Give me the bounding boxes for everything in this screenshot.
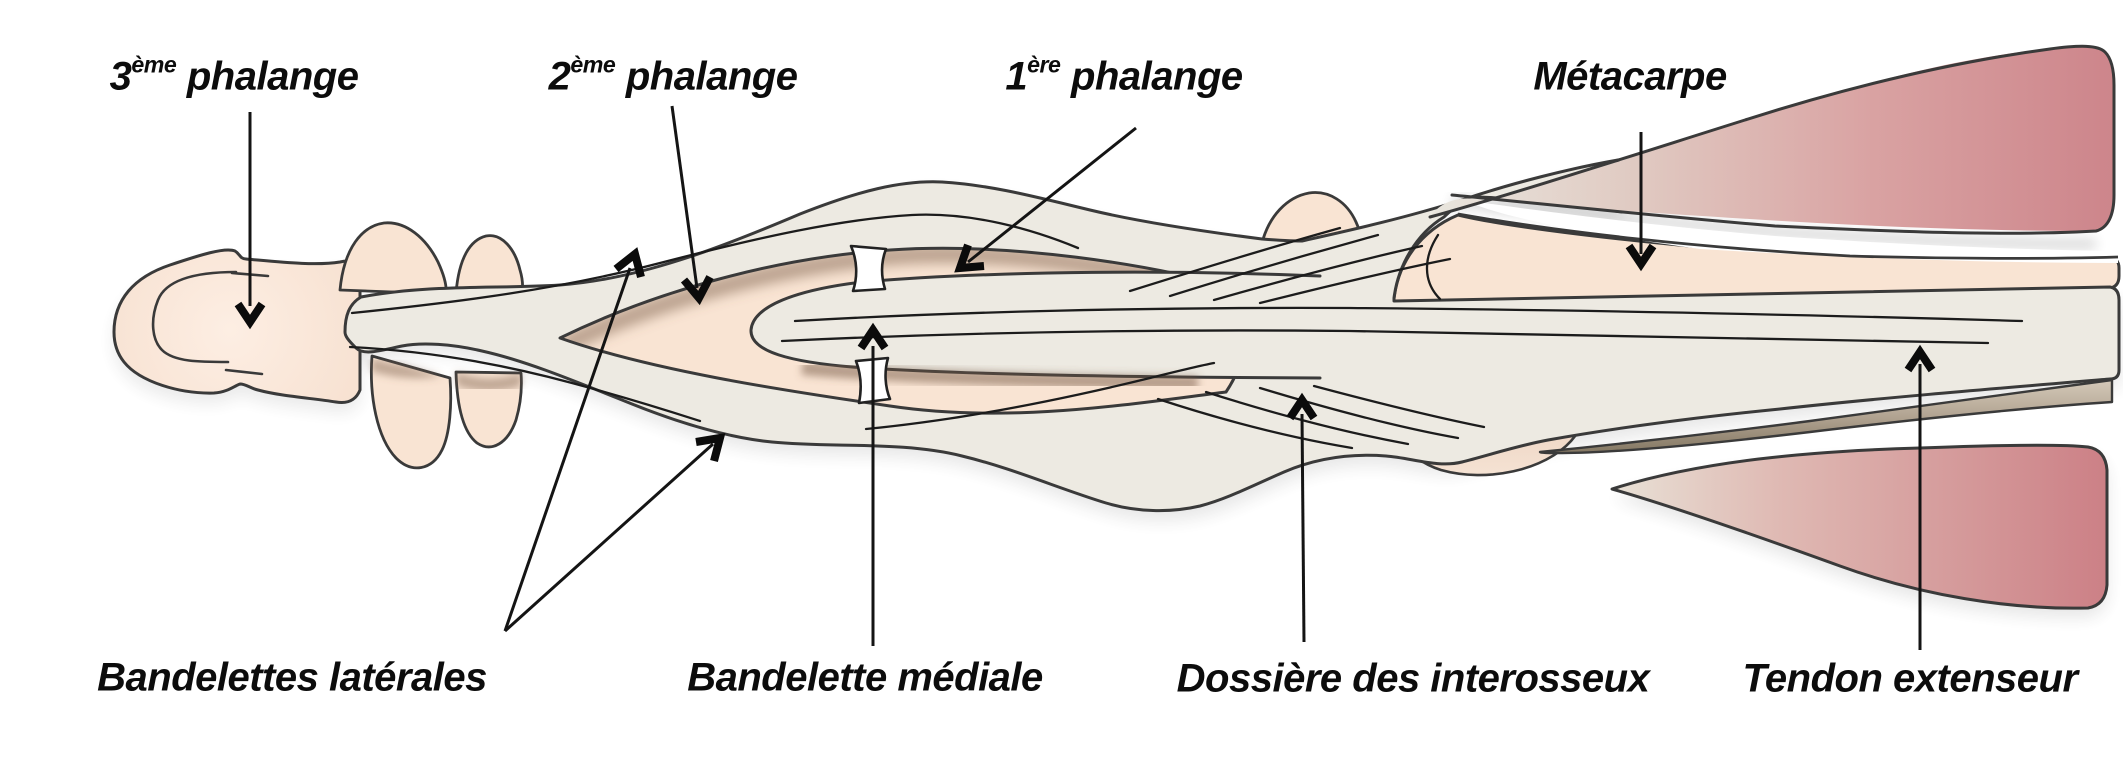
- lateral-band-fiber-line-3: [864, 361, 1216, 431]
- label-text: Tendon extenseur: [1742, 656, 2078, 701]
- label-superscript: ème: [131, 50, 177, 77]
- median-band-fiber-line-1: [793, 306, 2024, 323]
- hood-fiber-line-top-2: [1168, 233, 1380, 298]
- metacarpal-shaft-rod: [1538, 378, 2114, 455]
- arrow-head-icon: [954, 243, 985, 273]
- arrow-line: [1300, 413, 1306, 643]
- arrow-head-icon: [1625, 243, 1657, 272]
- label-superscript: ère: [1027, 50, 1061, 77]
- label-superscript: ème: [570, 50, 616, 77]
- arrow-tendon-extenseur: [1904, 344, 1936, 650]
- condyle-shading: [456, 372, 522, 392]
- label-text: 2: [548, 54, 571, 99]
- interosseous-muscle-bottom: [1610, 443, 2109, 610]
- hood-fiber-line-bottom-3: [1258, 386, 1460, 440]
- muscles-layer: [1428, 44, 2116, 610]
- hood-fiber-line-top-3: [1212, 244, 1424, 302]
- arrow-phalange-3: [234, 112, 266, 330]
- arrow-dossiere: [1286, 392, 1318, 643]
- condyle-shading: [371, 357, 451, 379]
- white-gap-wedge: [1464, 200, 2118, 263]
- label-text: 3: [109, 54, 132, 99]
- arrow-line: [503, 267, 632, 632]
- arrow-head-icon: [857, 322, 889, 351]
- phalanx-condyle-top-1: [338, 221, 448, 296]
- label-text: Dossière des interosseux: [1176, 656, 1650, 701]
- arrow-head-icon: [1904, 344, 1936, 373]
- label-text: phalange: [1060, 54, 1243, 99]
- distal-phalanx-notch-line: [224, 368, 264, 376]
- label-tendon-extenseur: Tendon extenseur: [1742, 656, 2078, 702]
- arrow-line: [967, 126, 1137, 264]
- tendon-fiber-lines: [348, 213, 2024, 450]
- label-text: 1: [1005, 54, 1028, 99]
- distal-phalanx-nail-crescent-line: [151, 270, 238, 364]
- arrow-line: [503, 442, 715, 633]
- annotation-arrows: [234, 105, 1936, 650]
- phalanx-condyle-bottom-1: [370, 354, 453, 470]
- label-metacarpe: Métacarpe: [1533, 54, 1727, 99]
- phalanx-condyle-bottom-2: [454, 370, 523, 449]
- label-bandelette-mediale: Bandelette médiale: [687, 656, 1043, 701]
- muscle-underside-shadow: [1451, 196, 2097, 249]
- median-band-fiber-line-2: [780, 329, 1990, 345]
- label-phalange-1: 1ère phalange: [1005, 50, 1243, 99]
- label-dossiere-des-interosseux: Dossière des interosseux: [1177, 657, 1650, 702]
- label-phalange-3: 3ème phalange: [109, 50, 359, 99]
- distal-phalanx-bone: [112, 248, 362, 404]
- interosseous-muscle-top-outline: [1428, 44, 2116, 235]
- label-text: Bandelette médiale: [687, 655, 1043, 700]
- hood-fiber-line-bottom-4: [1312, 384, 1486, 429]
- arrow-phalange-2: [670, 105, 714, 306]
- hood-fiber-line-top-1: [1128, 226, 1342, 293]
- arrow-metacarpe: [1625, 132, 1657, 272]
- interosseous-muscle-top: [1430, 46, 2113, 232]
- hood-fiber-line-bottom-1: [1156, 397, 1354, 450]
- arrow-bandelette-mediale: [857, 322, 889, 646]
- hood-fiber-line-bottom-2: [1204, 390, 1410, 446]
- arrow-line: [670, 105, 699, 289]
- arrow-head-icon: [234, 301, 266, 330]
- median-band-shading: [801, 361, 1199, 390]
- arrow-head-icon: [680, 275, 714, 306]
- median-band: [749, 270, 1322, 380]
- label-text: Métacarpe: [1533, 54, 1727, 99]
- arrow-phalange-1: [954, 126, 1137, 273]
- arrow-head-icon: [1286, 392, 1318, 421]
- arrow-bandelettes-laterales: [503, 247, 726, 633]
- retinacular-tab-upper: [849, 244, 888, 293]
- label-phalange-2: 2ème phalange: [548, 50, 798, 99]
- metacarpal-head-contour-line: [1425, 233, 1442, 301]
- metacarpal-top-edge-line: [1457, 212, 2119, 260]
- tendon-layer: [343, 158, 2121, 513]
- lateral-band-fiber-line-lower: [348, 345, 702, 423]
- label-bandelettes-laterales: Bandelettes latérales: [97, 656, 487, 701]
- label-text: Bandelettes latérales: [97, 655, 487, 700]
- label-text: phalange: [615, 54, 798, 99]
- lateral-band-fiber-line-upper: [350, 213, 1080, 315]
- arrow-head-icon: [613, 247, 645, 279]
- arrow-head-icon: [695, 433, 726, 463]
- label-text: phalange: [176, 54, 359, 99]
